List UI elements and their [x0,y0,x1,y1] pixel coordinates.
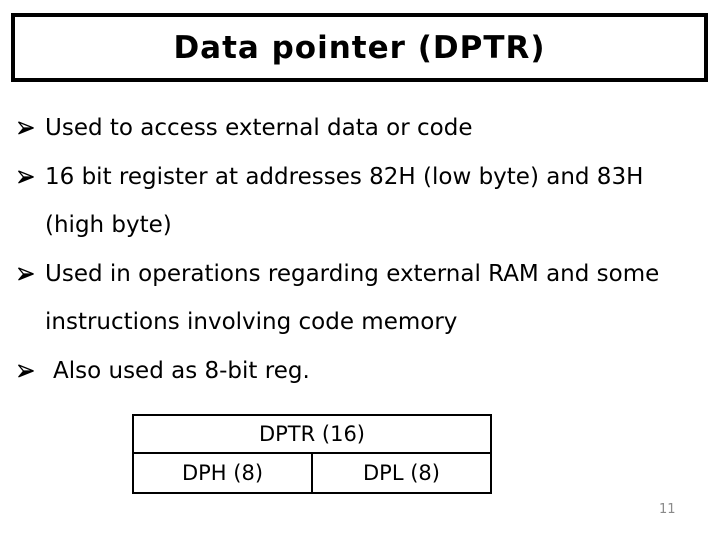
bullet-text: (high byte) [45,212,172,238]
dpl-cell: DPL (8) [311,454,490,492]
bullet-item: 16 bit register at addresses 82H (low by… [17,153,707,202]
dph-cell: DPH (8) [181,461,264,485]
arrowhead-bullet-icon [17,266,35,281]
title-box: Data pointer (DPTR) [11,13,708,82]
bullet-text: Used in operations regarding external RA… [45,260,660,287]
dptr-register-diagram: DPTR (16) DPH (8) DPL (8) [132,414,492,494]
dptr-byte-row: DPH (8) DPL (8) [134,454,490,492]
bullet-text: instructions involving code memory [45,309,458,335]
bullet-item: Also used as 8-bit reg. [17,347,707,396]
bullet-item: Used to access external data or code [17,104,707,153]
arrowhead-bullet-icon [17,363,35,378]
bullet-list: Used to access external data or code 16 … [17,104,707,395]
bullet-item: Used in operations regarding external RA… [17,250,707,299]
bullet-continuation: instructions involving code memory [17,298,707,347]
bullet-text: Used to access external data or code [45,115,473,141]
page-number: 11 [659,502,676,517]
dptr-full-cell: DPTR (16) [134,416,490,454]
bullet-continuation: (high byte) [17,201,707,250]
arrowhead-bullet-icon [17,169,35,184]
slide-title: Data pointer (DPTR) [173,29,546,66]
bullet-text: 16 bit register at addresses 82H (low by… [45,163,644,190]
arrowhead-bullet-icon [17,121,35,136]
bullet-text: Also used as 8-bit reg. [53,357,310,384]
